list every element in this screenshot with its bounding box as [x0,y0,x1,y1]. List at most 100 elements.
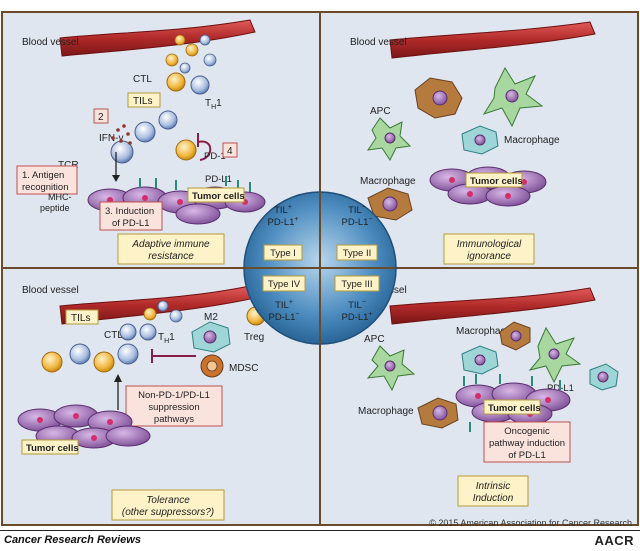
type1-box [263,244,303,261]
caption-box [111,489,225,521]
caption-line2: ignorance [467,251,511,262]
type1-label: Type I [270,248,296,259]
step-1-label-line1: 1. Antigen [22,170,64,181]
macrophage-label-2: Macrophage [358,406,414,417]
step-2-label: 2 [98,112,104,123]
oncogenic-box [483,421,571,463]
tumor-cells-label: Tumor cells [470,176,523,187]
th1-label: TH1 [205,98,222,111]
ctl-cell [175,139,197,161]
type3-label: Type III [341,279,372,290]
blood-vessel-graphic [389,21,596,59]
tumor-cells-label-box [21,439,79,455]
type3-til-label: TIL− [348,299,366,311]
t-cell [117,343,139,365]
publisher-logo: AACR [594,533,634,548]
journal-title: Cancer Research Reviews [4,534,141,546]
footer-bar: Cancer Research Reviews AACR [0,530,640,551]
t-cell [134,121,156,143]
pathway-box [125,385,223,427]
type4-box [262,275,306,292]
copyright-notice: © 2015 American Association for Cancer R… [429,518,632,528]
step-2-box [93,108,109,124]
caption-box [443,233,535,265]
step-3-box [99,201,163,231]
pathway-label-line2: suppression [148,402,199,413]
tumor-cells-label: Tumor cells [26,443,79,454]
pathway-label-line1: Non-PD-1/PD-L1 [138,390,210,401]
blood-vessel-label: Blood vessel [22,285,79,296]
macrophage-label-1: Macrophage [504,135,560,146]
th1-label: TH1 [158,332,175,345]
step-1-label-line2: recognition [22,182,68,193]
type3-pdl1-label: PD-L1+ [341,311,372,323]
caption-line2: (other suppressors?) [122,507,214,518]
step-3-label-line2: of PD-L1 [112,218,150,229]
type2-label: Type II [343,248,372,259]
th1-cell [190,75,210,95]
arrow-head [114,374,122,382]
tils-label: TILs [71,313,90,324]
tumor-cells-label-box [483,399,541,415]
t-cell [119,323,137,341]
tumor-cells-label: Tumor cells [192,191,245,202]
quadrant-immunological-ignorance: Blood vessel APC Macrophage Macrophage T… [350,21,596,265]
type2-box [336,244,378,261]
caption-box [117,233,225,265]
blood-vessel-label: Blood vessel [350,37,407,48]
caption-line1: Intrinsic [476,481,510,492]
oncogenic-label-line1: Oncogenic [504,426,550,437]
type2-til-label: TIL− [348,204,366,216]
caption-line1: Adaptive immune [131,239,210,250]
quadrant-intrinsic-induction: Blood vessel Macrophage APC PD-L1 Macrop… [350,285,619,507]
oncogenic-label-line2: pathway induction [489,438,565,449]
m2-label: M2 [204,312,218,323]
mhc-label-line1: MHC- [48,192,72,202]
tils-label-box [65,309,99,325]
tumor-cells-label-box [465,172,523,188]
oncogenic-label-line3: of PD-L1 [508,450,546,461]
center-classification-circle: TIL+ PD-L1+ Type I TIL− PD-L1− Type II T… [243,191,397,345]
caption-line2: Induction [473,493,514,504]
mhc-label-line2: peptide [40,203,70,213]
macrophage-label-2: Macrophage [360,176,416,187]
th1-cell [139,323,157,341]
apc-label: APC [370,106,391,117]
ctl-label: CTL [104,330,123,341]
pdl1-receptors [463,374,561,432]
pd1-label: PD-1 [204,151,226,162]
blood-vessel-label: Blood vessel [22,37,79,48]
type1-pdl1-label: PD-L1+ [267,216,298,228]
type2-pdl1-label: PD-L1− [341,216,372,228]
treg-label: Treg [244,332,264,343]
step-4-box [222,142,238,158]
pdl1-label: PD-L1 [205,174,232,185]
ctl-cell [93,351,115,373]
type4-til-label: TIL+ [275,299,293,311]
t-cell [158,110,178,130]
t-cell [69,343,91,365]
arrow-head [112,175,120,182]
tils-label-box [127,92,161,108]
caption-box [457,475,529,507]
ifn-gamma-particles [111,124,132,145]
step-1-box [16,165,78,195]
type3-box [334,275,380,292]
ctl-cell [41,351,63,373]
tils-label: TILs [133,96,152,107]
quadrant-adaptive-resistance: Blood vessel CTL TH1 TILs 2 IFN-γ [16,19,266,265]
ifn-gamma-label: IFN-γ [99,133,123,144]
cytokine-cluster [165,34,217,74]
step-4-label: 4 [227,146,233,157]
step-3-label-line1: 3. Induction [105,206,154,217]
caption-line2: resistance [148,251,194,262]
ctl-label: CTL [133,74,152,85]
caption-line1: Immunological [457,239,522,250]
blood-vessel-graphic [59,19,256,57]
type1-til-label: TIL+ [274,204,292,216]
caption-line1: Tolerance [146,495,190,506]
tumor-cells-label: Tumor cells [488,403,541,414]
mdsc-label: MDSC [229,363,258,374]
tumor-cells-label-box [187,187,245,203]
